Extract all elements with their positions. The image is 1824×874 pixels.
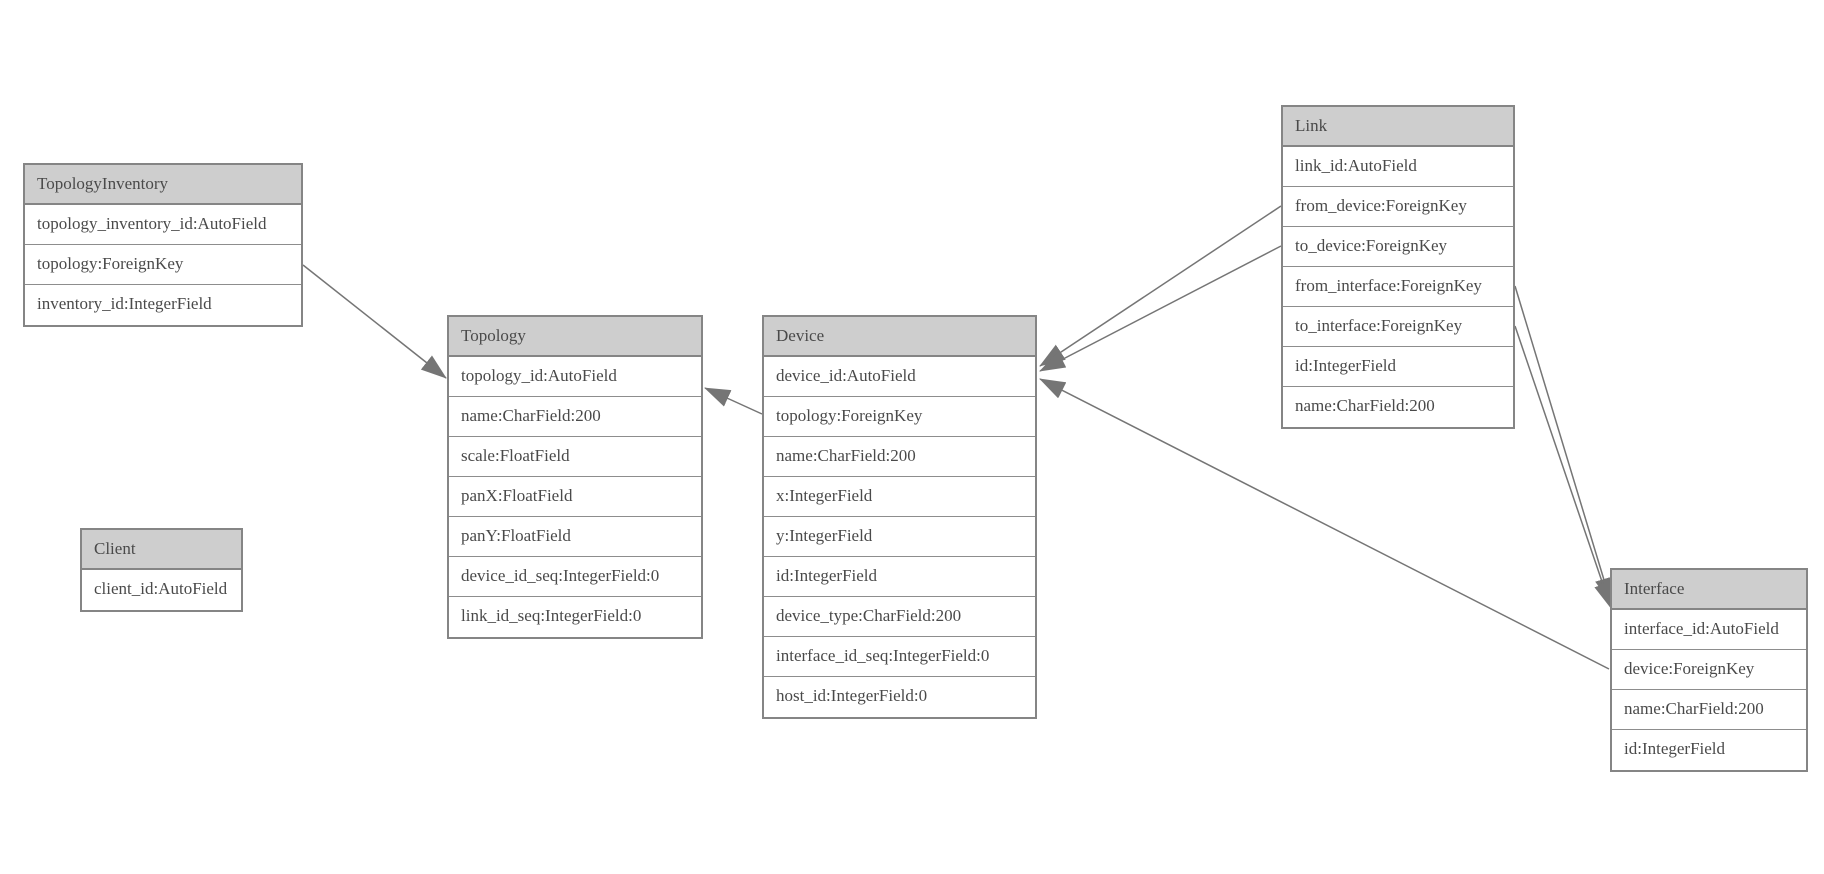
edge-link-from_interface-to-interface [1514, 285, 1613, 604]
entity-field: id:IntegerField [1283, 347, 1513, 387]
entity-field: link_id_seq:IntegerField:0 [449, 597, 701, 637]
entity-field: to_interface:ForeignKey [1283, 307, 1513, 347]
edge-link-to_device-to-device [1039, 245, 1282, 372]
entity-field: topology:ForeignKey [764, 397, 1035, 437]
entity-field: scale:FloatField [449, 437, 701, 477]
entity-field: from_device:ForeignKey [1283, 187, 1513, 227]
edge-device-topology-to-topology [704, 387, 763, 415]
entity-field: topology_id:AutoField [449, 357, 701, 397]
entity-field: interface_id_seq:IntegerField:0 [764, 637, 1035, 677]
entity-field: panX:FloatField [449, 477, 701, 517]
entity-field: inventory_id:IntegerField [25, 285, 301, 325]
edge-topologyinventory-topology-to-topology [302, 264, 447, 379]
entity-field: topology_inventory_id:AutoField [25, 205, 301, 245]
entity-field: id:IntegerField [1612, 730, 1806, 770]
entity-field: from_interface:ForeignKey [1283, 267, 1513, 307]
entity-field: y:IntegerField [764, 517, 1035, 557]
entity-field: to_device:ForeignKey [1283, 227, 1513, 267]
entity-title-interface: Interface [1612, 570, 1806, 610]
entity-field: device_type:CharField:200 [764, 597, 1035, 637]
entity-field: name:CharField:200 [1612, 690, 1806, 730]
entity-field: link_id:AutoField [1283, 147, 1513, 187]
entity-title-device: Device [764, 317, 1035, 357]
entity-field: name:CharField:200 [449, 397, 701, 437]
entity-field: id:IntegerField [764, 557, 1035, 597]
edge-link-to_interface-to-interface [1514, 325, 1612, 609]
entity-field: topology:ForeignKey [25, 245, 301, 285]
entity-field: interface_id:AutoField [1612, 610, 1806, 650]
entity-field: device_id:AutoField [764, 357, 1035, 397]
entity-field: host_id:IntegerField:0 [764, 677, 1035, 717]
entity-title-link: Link [1283, 107, 1513, 147]
entity-title-client: Client [82, 530, 241, 570]
entity-field: panY:FloatField [449, 517, 701, 557]
entity-field: x:IntegerField [764, 477, 1035, 517]
entity-field: client_id:AutoField [82, 570, 241, 610]
entity-title-topology-inventory: TopologyInventory [25, 165, 301, 205]
entity-field: device_id_seq:IntegerField:0 [449, 557, 701, 597]
entity-field: device:ForeignKey [1612, 650, 1806, 690]
edge-link-from_device-to-device [1039, 205, 1282, 367]
entity-title-topology: Topology [449, 317, 701, 357]
entity-field: name:CharField:200 [764, 437, 1035, 477]
entity-field: name:CharField:200 [1283, 387, 1513, 427]
